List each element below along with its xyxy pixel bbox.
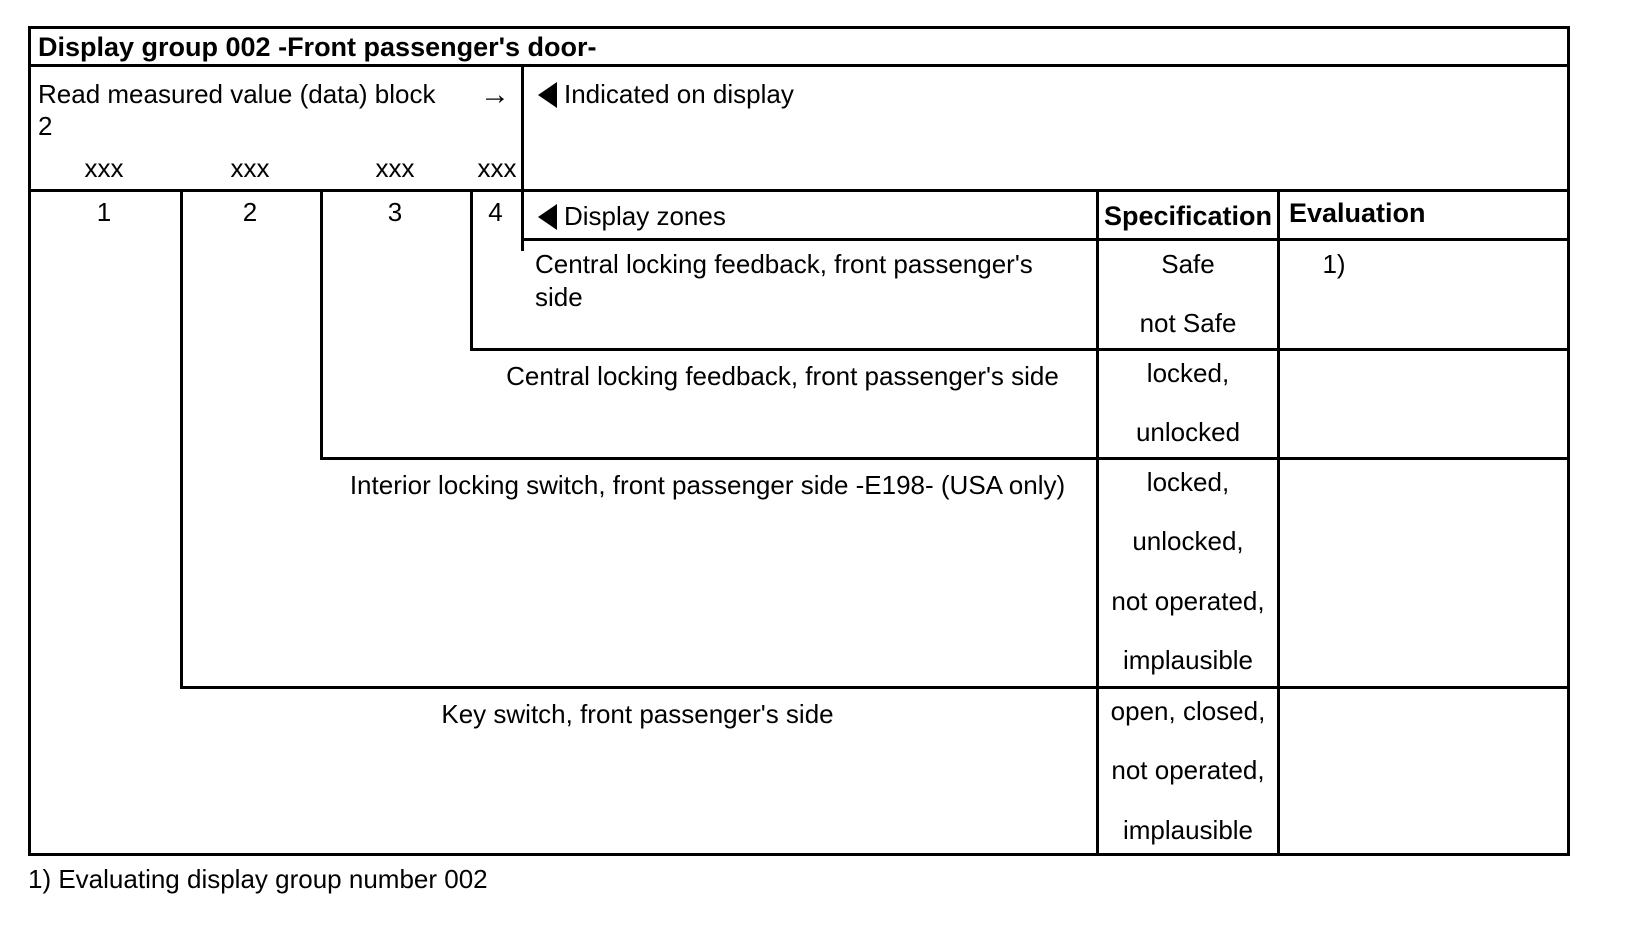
row-3-bottom-rule bbox=[180, 686, 1570, 689]
table-border-left bbox=[28, 26, 31, 856]
row-3-spec-stack: locked, unlocked, not operated, implausi… bbox=[1099, 466, 1277, 684]
row-3-specification: locked, unlocked, not operated, implausi… bbox=[1099, 466, 1277, 684]
footnote: 1) Evaluating display group number 002 bbox=[28, 864, 928, 895]
row-1-spec-stack: Safe not Safe bbox=[1099, 248, 1277, 344]
row-4-spec-stack: open, closed, not operated, implausible bbox=[1099, 695, 1277, 855]
row-2-spec-0: locked, bbox=[1146, 358, 1230, 388]
row-3-spec-2: not operated, bbox=[1111, 585, 1265, 616]
display-zones-row: Display zones bbox=[538, 200, 726, 233]
row-3-description-text: Interior locking switch, front passenger… bbox=[349, 470, 1066, 501]
row-1-description-text: Central locking feedback, front passenge… bbox=[535, 249, 1033, 313]
zone-number-4-text: 4 bbox=[488, 197, 503, 227]
zone-number-2: 2 bbox=[180, 196, 320, 236]
triangle-left-icon bbox=[538, 81, 557, 108]
row-1-spec-0: Safe bbox=[1161, 249, 1215, 279]
row-4-spec-1: not operated, bbox=[1111, 755, 1265, 786]
row-3-description: Interior locking switch, front passenger… bbox=[325, 466, 1090, 506]
indicated-on-display-row: Indicated on display bbox=[538, 78, 794, 111]
placeholder-value-4: xxx bbox=[470, 152, 524, 186]
specification-header-text: Specification bbox=[1103, 200, 1273, 231]
zone-number-4: 4 bbox=[470, 196, 521, 236]
specification-column-divider bbox=[1096, 189, 1099, 856]
row-4-description-text: Key switch, front passenger's side bbox=[441, 699, 834, 730]
arrow-right-icon: → bbox=[475, 78, 515, 112]
table-border-top bbox=[28, 26, 1570, 29]
footnote-text: 1) Evaluating display group number 002 bbox=[28, 864, 488, 894]
table-border-right bbox=[1567, 26, 1570, 856]
row-3-spec-1: unlocked, bbox=[1132, 526, 1244, 557]
display-zones-text: Display zones bbox=[564, 201, 726, 231]
placeholder-value-2: xxx bbox=[180, 152, 320, 186]
specification-header: Specification bbox=[1099, 196, 1277, 236]
row-4-description: Key switch, front passenger's side bbox=[185, 695, 1090, 735]
display-zones: Display zones bbox=[538, 200, 1078, 238]
row-1-evaluation: 1) bbox=[1289, 248, 1379, 288]
row-1-evaluation-text: 1) bbox=[1322, 249, 1346, 279]
row-4-specification: open, closed, not operated, implausible bbox=[1099, 695, 1277, 855]
column-divider-3 bbox=[470, 189, 473, 351]
zone-number-2-text: 2 bbox=[242, 197, 258, 227]
indicated-display-bottom-rule bbox=[521, 189, 1570, 192]
zone-number-3-text: 3 bbox=[387, 197, 403, 227]
indicated-on-display-text: Indicated on display bbox=[564, 79, 794, 109]
row-2-specification: locked, unlocked bbox=[1099, 357, 1277, 453]
row-1-bottom-rule bbox=[470, 348, 1570, 351]
row-1-specification: Safe not Safe bbox=[1099, 248, 1277, 344]
column-divider-2 bbox=[320, 189, 323, 460]
table-border-bottom bbox=[28, 853, 1570, 856]
row-2-bottom-rule bbox=[320, 457, 1570, 460]
arrow-right-glyph: → bbox=[480, 78, 510, 111]
placeholder-value-2-text: xxx bbox=[230, 153, 270, 184]
placeholder-value-4-text: xxx bbox=[477, 153, 517, 184]
evaluation-header: Evaluation bbox=[1289, 196, 1559, 236]
row-2-description: Central locking feedback, front passenge… bbox=[475, 357, 1090, 397]
row-3-spec-0: locked, bbox=[1146, 467, 1230, 497]
placeholder-value-3: xxx bbox=[320, 152, 470, 186]
data-block-number-text: 2 bbox=[38, 111, 53, 141]
row-4-spec-2: implausible bbox=[1122, 814, 1254, 845]
placeholder-value-1-text: xxx bbox=[84, 153, 124, 184]
row-1-spec-1: not Safe bbox=[1139, 308, 1237, 339]
placeholder-row-bottom-rule bbox=[28, 189, 524, 192]
zone-number-3: 3 bbox=[320, 196, 470, 236]
read-measured-value-label: Read measured value (data) block bbox=[38, 78, 468, 118]
column-divider-4 bbox=[521, 64, 524, 251]
row-1-description: Central locking feedback, front passenge… bbox=[535, 248, 1080, 318]
page-title: Display group 002 -Front passenger's doo… bbox=[38, 30, 1558, 64]
zone-number-1-text: 1 bbox=[96, 197, 112, 227]
row-2-spec-1: unlocked bbox=[1135, 417, 1241, 448]
placeholder-value-3-text: xxx bbox=[375, 153, 415, 184]
row-3-spec-3: implausible bbox=[1122, 644, 1254, 675]
row-2-spec-stack: locked, unlocked bbox=[1099, 357, 1277, 453]
indicated-on-display: Indicated on display bbox=[538, 78, 1238, 116]
evaluation-header-text: Evaluation bbox=[1289, 198, 1426, 228]
placeholder-value-1: xxx bbox=[28, 152, 180, 186]
evaluation-column-divider bbox=[1277, 189, 1280, 856]
data-block-number: 2 bbox=[38, 110, 238, 146]
title-bottom-rule bbox=[28, 64, 1570, 67]
triangle-left-icon-2 bbox=[538, 203, 557, 230]
row-4-spec-0: open, closed, bbox=[1110, 696, 1266, 726]
zone-number-1: 1 bbox=[28, 196, 180, 236]
read-measured-value-text: Read measured value (data) block bbox=[38, 79, 436, 109]
header-labels-bottom-rule bbox=[521, 238, 1570, 241]
column-divider-1 bbox=[180, 189, 183, 689]
page-title-text: Display group 002 -Front passenger's doo… bbox=[38, 32, 597, 62]
row-2-description-text: Central locking feedback, front passenge… bbox=[506, 361, 1059, 392]
